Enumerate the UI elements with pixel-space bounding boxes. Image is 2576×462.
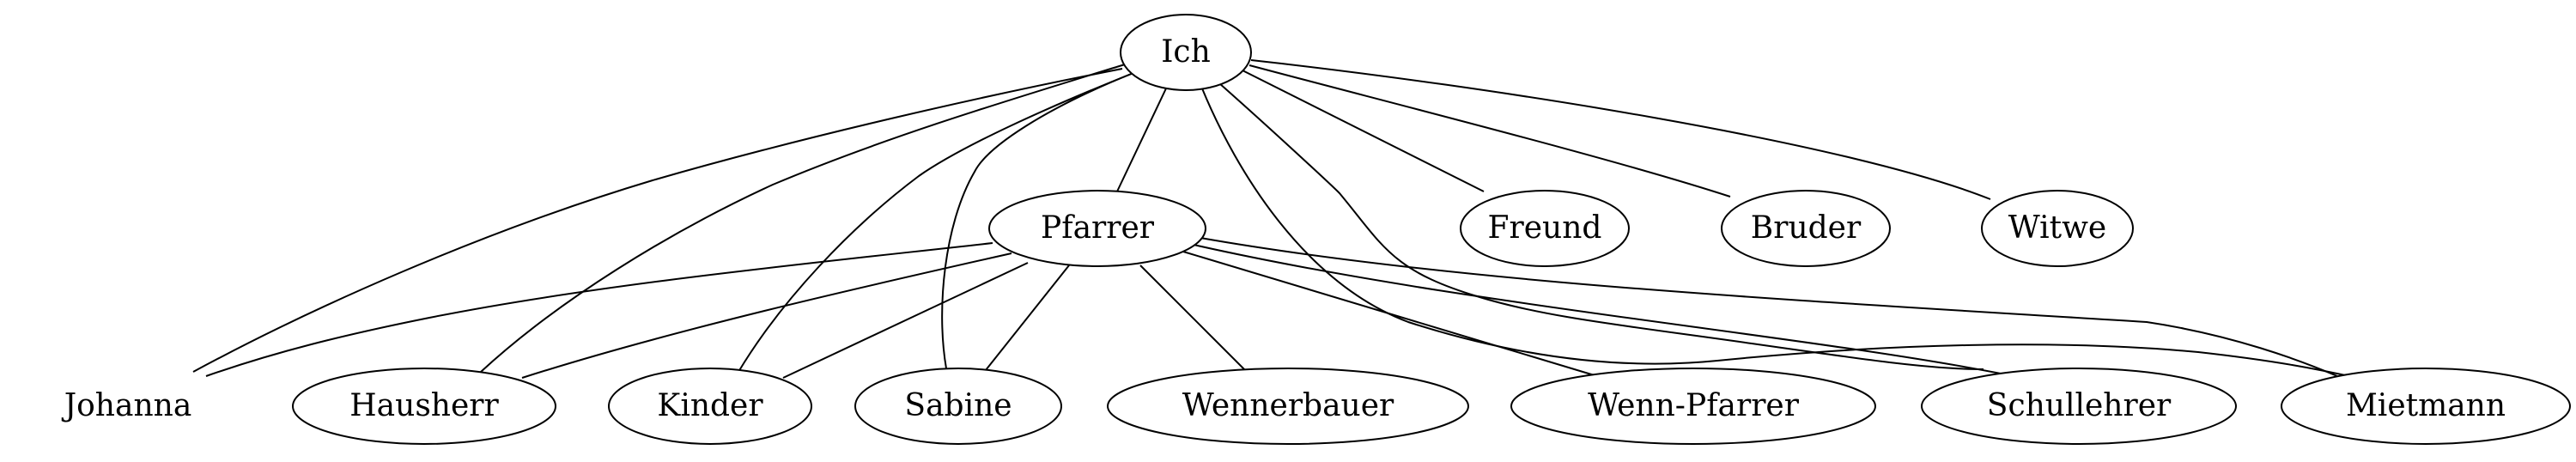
node-ellipse <box>988 190 1206 267</box>
node-ellipse <box>2281 368 2571 445</box>
edge-ich-pfarrer <box>1116 88 1167 192</box>
node-witwe[interactable]: Witwe <box>1981 190 2134 267</box>
node-ellipse <box>1981 190 2134 267</box>
edge-pfarrer-johanna <box>205 242 993 377</box>
node-ellipse <box>1921 368 2237 445</box>
node-ellipse <box>9 368 246 444</box>
node-ellipse <box>854 368 1062 445</box>
node-ellipse <box>1460 190 1630 267</box>
edge-ich-johanna <box>192 68 1123 373</box>
edge-ich-witwe <box>1250 59 1991 200</box>
edge-pfarrer-wenn-pfarrer <box>1182 251 1598 377</box>
node-ich[interactable]: Ich <box>1120 14 1252 91</box>
edge-pfarrer-kinder <box>782 262 1029 379</box>
node-kinder[interactable]: Kinder <box>608 368 812 445</box>
node-ellipse <box>1120 14 1252 91</box>
node-sabine[interactable]: Sabine <box>854 368 1062 445</box>
node-hausherr[interactable]: Hausherr <box>292 368 556 445</box>
edges-layer <box>192 59 2358 379</box>
edge-pfarrer-sabine <box>985 264 1070 371</box>
node-wennerbauer[interactable]: Wennerbauer <box>1107 368 1469 445</box>
edge-ich-bruder <box>1249 64 1731 198</box>
node-label: Wennerbauer <box>1182 388 1394 423</box>
node-label: Johanna <box>61 388 192 423</box>
node-label: Witwe <box>2008 210 2106 246</box>
node-label: Sabine <box>904 388 1012 423</box>
node-label: Schullehrer <box>1987 388 2172 423</box>
node-schullehrer[interactable]: Schullehrer <box>1921 368 2237 445</box>
node-mietmann[interactable]: Mietmann <box>2281 368 2571 445</box>
edge-pfarrer-schullehrer <box>1193 244 2002 374</box>
node-ellipse <box>292 368 556 445</box>
node-label: Hausherr <box>349 388 499 423</box>
node-freund[interactable]: Freund <box>1460 190 1630 267</box>
edge-ich-freund <box>1242 70 1485 192</box>
node-ellipse <box>1107 368 1469 445</box>
node-ellipse <box>1721 190 1891 267</box>
node-label: Freund <box>1488 210 1602 246</box>
node-bruder[interactable]: Bruder <box>1721 190 1891 267</box>
node-label: Ich <box>1161 34 1211 70</box>
edge-ich-sabine <box>941 72 1134 369</box>
node-label: Wenn-Pfarrer <box>1588 388 1800 423</box>
node-label: Mietmann <box>2346 388 2506 423</box>
node-label: Kinder <box>657 388 763 423</box>
edge-pfarrer-mietmann <box>1200 237 2338 377</box>
node-pfarrer[interactable]: Pfarrer <box>988 190 1206 267</box>
edge-pfarrer-wennerbauer <box>1139 264 1246 371</box>
edge-ich-wenn-pfarrer <box>1201 88 2358 379</box>
node-label: Pfarrer <box>1041 210 1155 246</box>
node-wenn-pfarrer[interactable]: Wenn-Pfarrer <box>1510 368 1876 445</box>
node-label: Bruder <box>1751 210 1862 246</box>
edge-ich-mietmann <box>1218 82 1984 370</box>
node-ellipse <box>608 368 812 445</box>
edge-ich-hausherr <box>480 64 1126 373</box>
edge-pfarrer-hausherr <box>521 252 1012 379</box>
node-ellipse <box>1510 368 1876 445</box>
node-johanna[interactable]: Johanna <box>9 368 246 444</box>
